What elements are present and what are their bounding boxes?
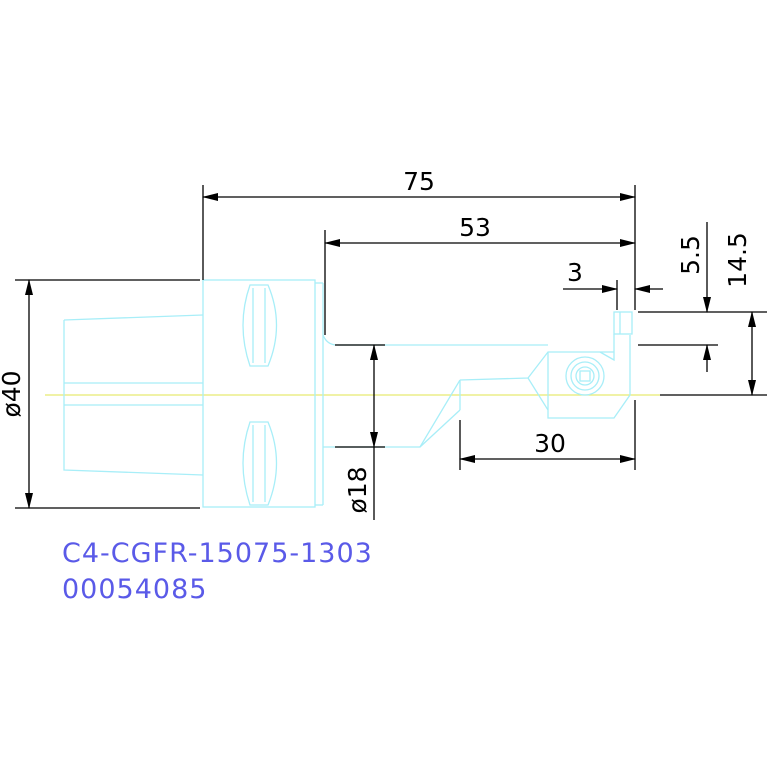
head-upper-edge: [459, 351, 614, 381]
flange-outline: [202, 279, 316, 508]
drive-slot-upper: [242, 284, 278, 367]
head-chamfer: [419, 409, 461, 448]
dim-30-label: 30: [534, 429, 566, 458]
dim-d40-label: ø40: [0, 370, 26, 417]
dim-53-label: 53: [459, 213, 491, 242]
dimension-lines: [15, 185, 767, 520]
clamp-screw-mid: [570, 361, 600, 391]
head-lower-edge: [527, 335, 631, 419]
part-code: C4-CGFR-15075-1303: [62, 538, 373, 569]
dim-14p5-label: 14.5: [723, 232, 752, 288]
tool-body: [63, 279, 633, 508]
clamp-screw-hex-icon: [579, 370, 591, 382]
insert-tip: [613, 311, 633, 335]
clamp-screw-outer: [565, 356, 605, 396]
drawing-band: [0, 170, 767, 600]
clamp-screw-inner: [575, 366, 595, 386]
dim-d18-label: ø18: [343, 466, 372, 513]
drive-slot-lower: [242, 421, 278, 506]
dim-75-label: 75: [403, 167, 435, 196]
dim-5p5-label: 5.5: [676, 235, 705, 275]
dim-3-label: 3: [567, 258, 583, 287]
insert-flank: [599, 334, 615, 362]
coupling-outline: [63, 314, 204, 476]
part-number: 00054085: [62, 574, 207, 605]
